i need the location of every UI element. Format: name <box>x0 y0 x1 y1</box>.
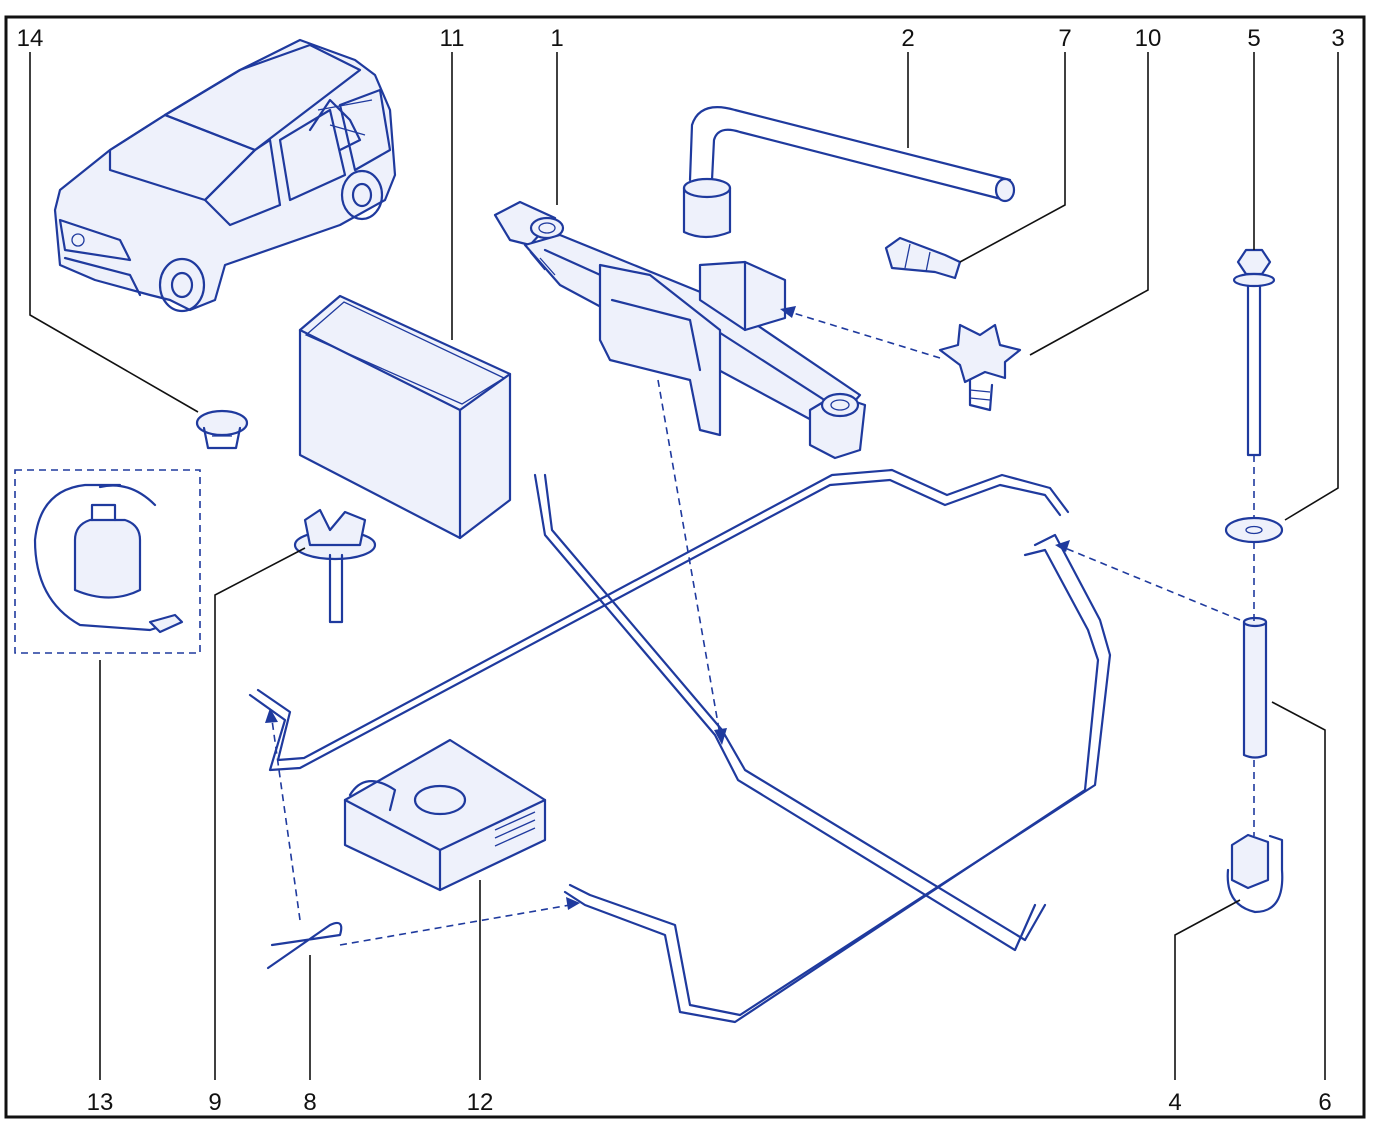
callout-8: 8 <box>303 1089 316 1116</box>
part-14-clip <box>195 409 249 450</box>
callout-2: 2 <box>901 25 914 52</box>
vehicle-illustration <box>53 38 397 313</box>
callout-7: 7 <box>1058 25 1071 52</box>
callout-12: 12 <box>467 1089 494 1116</box>
part-2-wheel-brace <box>682 106 1016 239</box>
callout-6: 6 <box>1318 1089 1331 1116</box>
diagram-frame <box>4 15 1366 1119</box>
rod-routes <box>248 468 1112 1024</box>
callout-10: 10 <box>1135 25 1162 52</box>
callout-3: 3 <box>1331 25 1344 52</box>
part-12-compressor <box>343 738 547 892</box>
callout-labels: 14 11 1 2 7 10 5 3 13 9 8 12 4 6 <box>17 25 1345 1116</box>
part-10-knob <box>938 323 1022 412</box>
part-7-adapter <box>884 236 962 280</box>
part-6-spacer <box>1242 616 1268 759</box>
part-4-bracket <box>1226 833 1284 914</box>
callout-1: 1 <box>550 25 563 52</box>
callout-14: 14 <box>17 25 44 52</box>
callout-5: 5 <box>1247 25 1260 52</box>
part-11-storage-box <box>298 294 512 540</box>
part-5-bolt <box>1232 248 1276 457</box>
callout-11: 11 <box>440 25 465 52</box>
part-3-washer <box>1224 516 1284 544</box>
assembly-arrows <box>265 306 1255 946</box>
part-9-holder <box>293 508 377 624</box>
part-8-pin <box>266 921 343 970</box>
part-1-scissor-jack <box>493 200 867 460</box>
callout-13: 13 <box>87 1089 114 1116</box>
part-13-sealant-kit <box>14 469 201 654</box>
callout-9: 9 <box>208 1089 221 1116</box>
callout-4: 4 <box>1168 1089 1181 1116</box>
leader-lines <box>29 52 1339 1080</box>
